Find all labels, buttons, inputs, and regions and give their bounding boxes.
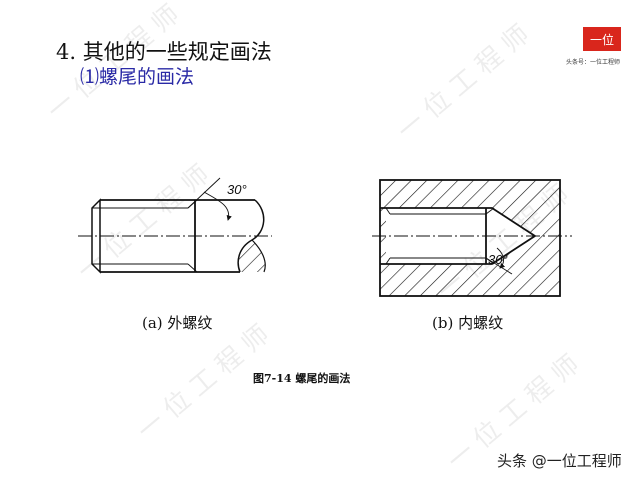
caption-external-thread: (a) 外螺纹 [142,314,213,332]
figure-title: 图7-14 螺尾的画法 [253,372,351,385]
internal-angle-label: 30° [488,252,508,267]
slide-title: 4. 其他的一些规定画法 [56,40,272,64]
external-angle-label: 30° [227,182,247,197]
brand-logo-caption: 头条号：一位工程师 [566,59,621,66]
external-thread-drawing [78,177,272,274]
footer-attribution: 头条 @一位工程师 [497,452,622,470]
slide-subtitle: ⑴螺尾的画法 [80,66,195,88]
caption-internal-thread: (b) 内螺纹 [432,314,504,332]
brand-logo: 一位 [583,27,621,51]
internal-thread-drawing [372,179,572,297]
